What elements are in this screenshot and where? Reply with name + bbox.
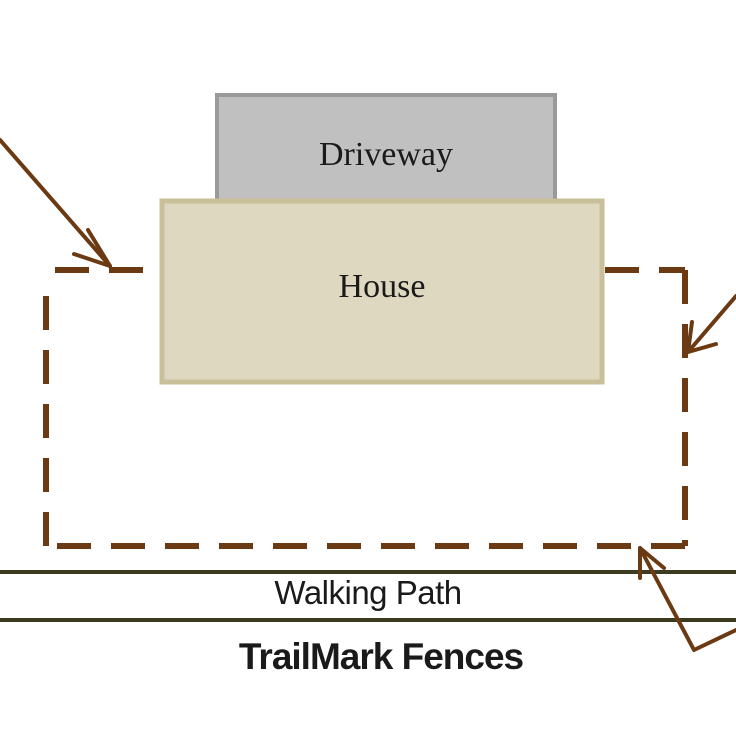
arrow-bottom-right — [638, 546, 736, 652]
house-box — [159, 198, 605, 385]
driveway-label: Driveway — [318, 136, 454, 173]
brand-label: TrailMark Fences — [238, 636, 524, 677]
driveway-box — [215, 93, 557, 205]
arrow-top-left — [0, 138, 112, 268]
fence-outline — [43, 267, 688, 549]
walking-path-label: Walking Path — [274, 574, 462, 611]
arrow-right — [686, 294, 736, 354]
house-label: House — [338, 268, 426, 305]
